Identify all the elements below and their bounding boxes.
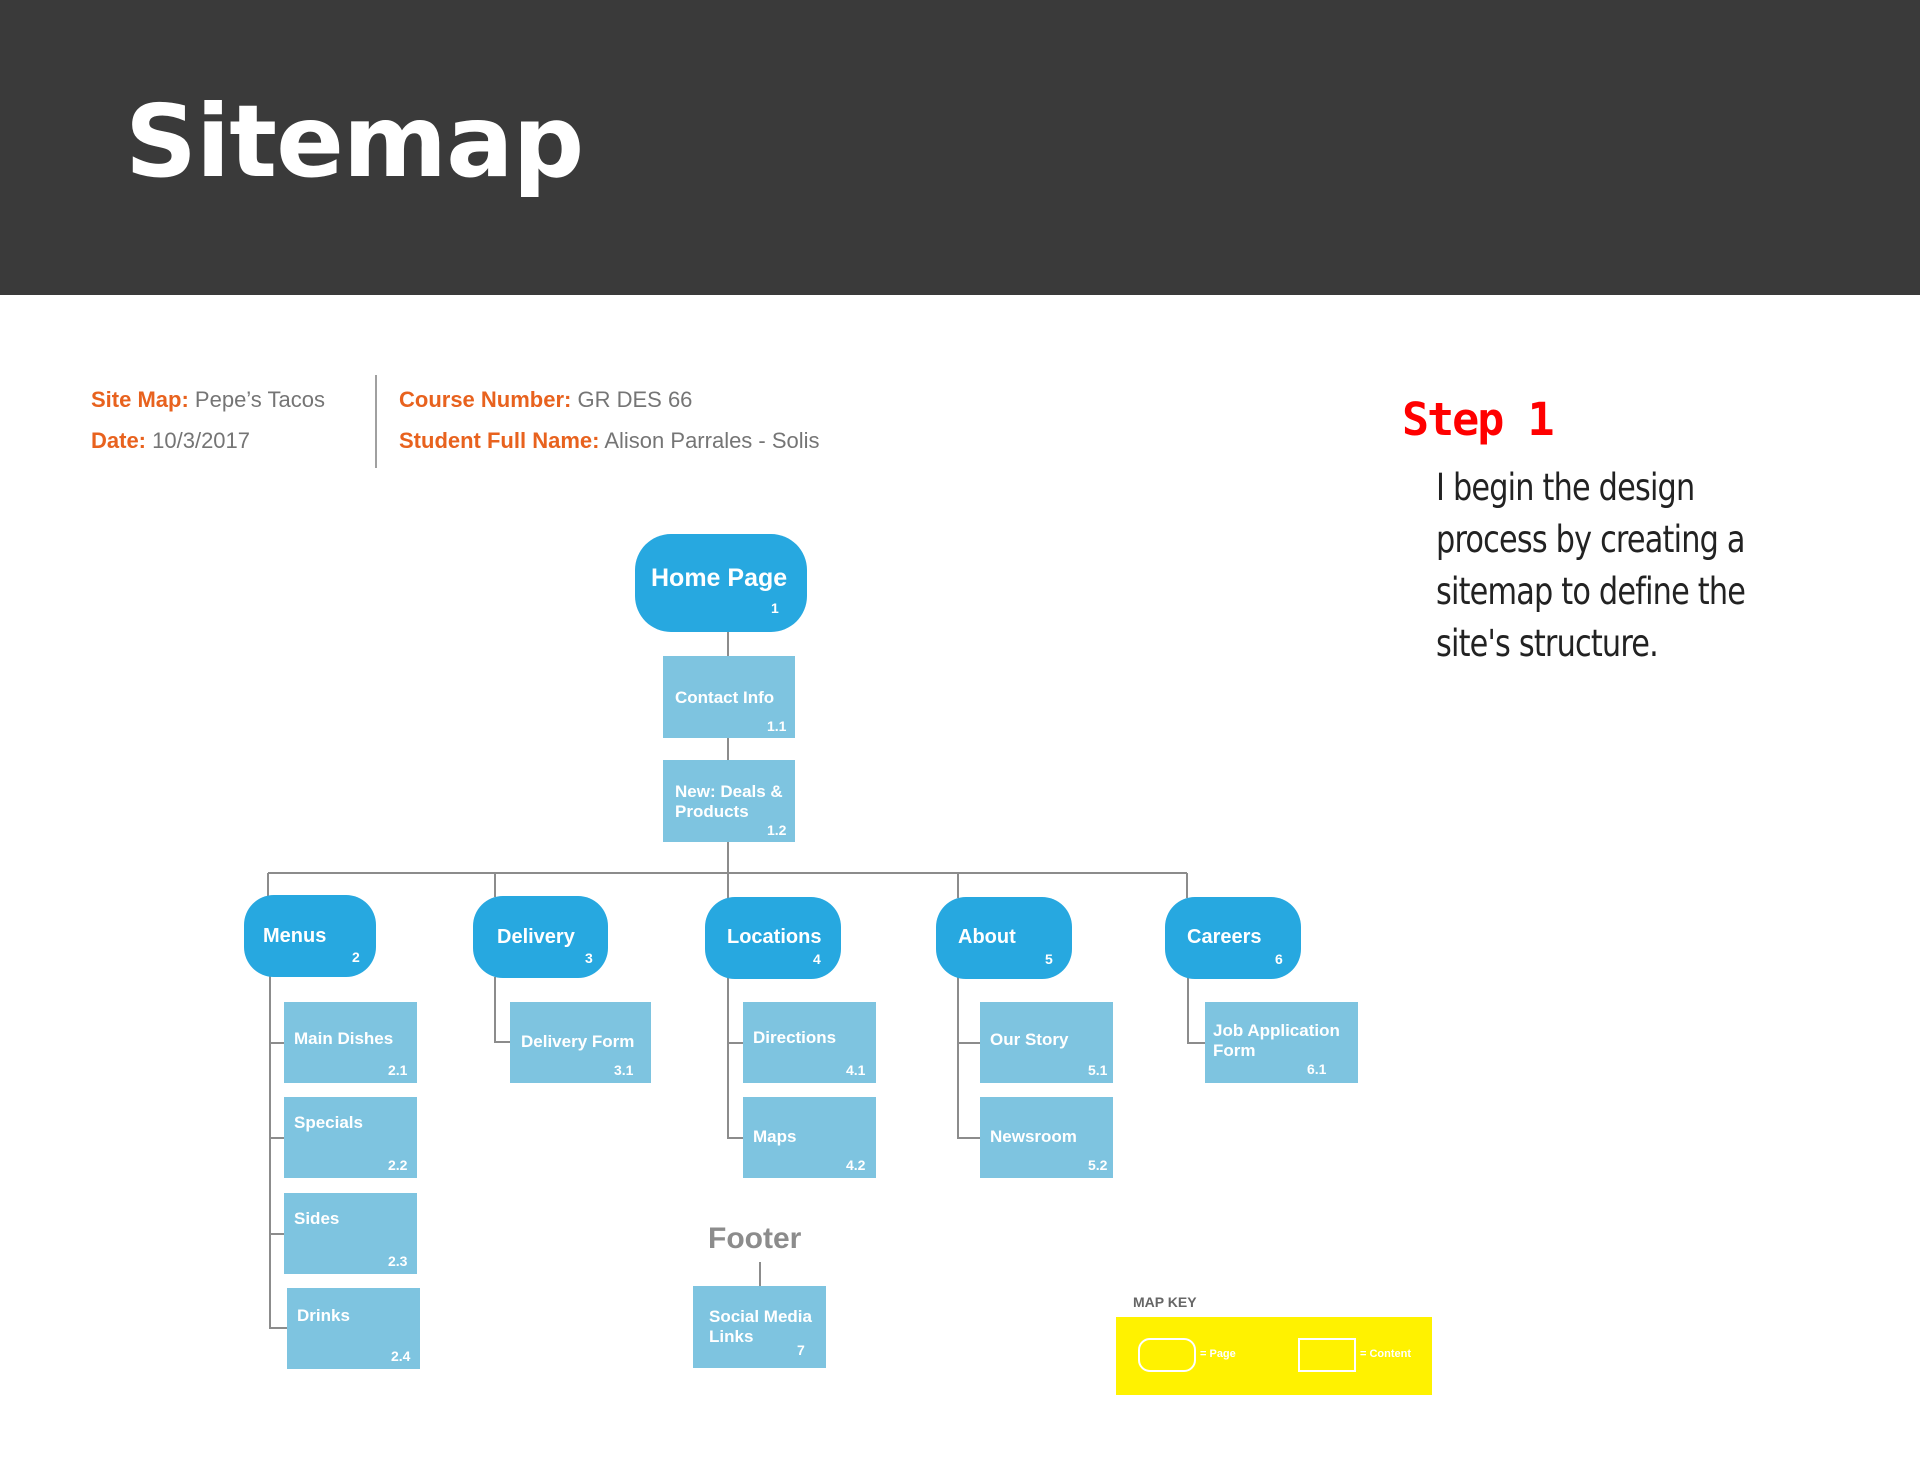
node-maps[interactable]: Maps 4.2 [743,1097,876,1178]
node-job-application-form[interactable]: Job Application Form 6.1 [1205,1002,1358,1083]
connector-line [269,975,287,1329]
node-label: Our Story [990,1030,1069,1049]
node-label: Specials [294,1113,363,1132]
node-label: New: Deals & Products [675,782,783,821]
node-number: 2 [352,949,360,965]
node-label: Home Page [651,564,788,592]
info-divider [375,375,377,468]
node-number: 2.4 [391,1348,411,1364]
course-label: Course Number: [399,387,572,412]
node-social-media-links[interactable]: Social Media Links 7 [693,1286,826,1368]
node-number: 1 [771,600,779,616]
node-number: 2.2 [388,1157,408,1173]
page-title: Sitemap [125,83,584,200]
step-title: Step 1 [1402,393,1555,446]
connector-line [957,977,980,1139]
node-number: 1.2 [767,822,787,838]
node-number: 6 [1275,951,1283,967]
node-number: 7 [797,1342,805,1358]
key-content-shape [1298,1338,1356,1372]
node-number: 3 [585,950,593,966]
student-info: Student Full Name: Alison Parrales - Sol… [399,428,820,454]
key-page-label: = Page [1200,1348,1236,1360]
course-info: Course Number: GR DES 66 [399,387,692,413]
connector-line [1187,977,1205,1044]
key-content-label: = Content [1360,1348,1412,1360]
node-number: 1.1 [767,718,787,734]
site-map-label: Site Map: [91,387,189,412]
node-drinks[interactable]: Drinks 2.4 [287,1288,420,1369]
footer-title: Footer [708,1222,802,1255]
map-key-title: MAP KEY [1133,1294,1197,1310]
node-label: Delivery [497,926,575,948]
node-sides[interactable]: Sides 2.3 [284,1193,417,1274]
node-main-dishes[interactable]: Main Dishes 2.1 [284,1002,417,1083]
node-label: Directions [753,1028,837,1047]
node-delivery[interactable]: Delivery 3 [473,896,608,978]
node-label: Job Application Form [1213,1021,1340,1060]
node-label: Menus [263,925,327,947]
node-menus[interactable]: Menus 2 [244,895,376,977]
node-label: Delivery Form [521,1032,635,1051]
node-number: 6.1 [1307,1061,1327,1077]
node-label: Sides [294,1209,340,1228]
site-map-value: Pepe’s Tacos [194,387,325,412]
header-bar: Sitemap [0,0,1920,295]
node-label: Locations [727,926,822,948]
node-label: Social Media Links [709,1307,812,1346]
node-number: 2.1 [388,1062,408,1078]
node-number: 4.2 [846,1157,866,1173]
map-key: = Page = Content [1116,1317,1432,1395]
site-map-info: Site Map: Pepe’s Tacos [91,387,325,413]
node-number: 4 [813,951,821,967]
course-value: GR DES 66 [577,387,693,412]
student-value: Alison Parrales - Solis [604,428,820,453]
date-info: Date: 10/3/2017 [91,428,250,454]
node-careers[interactable]: Careers 6 [1165,897,1301,979]
node-delivery-form[interactable]: Delivery Form 3.1 [510,1002,651,1083]
node-label: Maps [753,1127,797,1146]
connector-line [727,977,743,1139]
node-label: Careers [1187,926,1262,948]
student-label: Student Full Name: [399,428,600,453]
node-label: Drinks [297,1306,350,1325]
node-about[interactable]: About 5 [936,897,1072,979]
node-number: 2.3 [388,1253,408,1269]
key-page-shape [1138,1338,1196,1372]
node-deals-products[interactable]: New: Deals & Products 1.2 [663,760,795,842]
node-our-story[interactable]: Our Story 5.1 [980,1002,1113,1083]
date-value: 10/3/2017 [152,428,251,453]
node-number: 5 [1045,951,1053,967]
node-label: Main Dishes [294,1029,394,1048]
node-label: Contact Info [675,688,775,707]
node-number: 5.1 [1088,1062,1108,1078]
node-contact-info[interactable]: Contact Info 1.1 [663,656,795,738]
node-specials[interactable]: Specials 2.2 [284,1097,417,1178]
date-label: Date: [91,428,147,453]
node-number: 4.1 [846,1062,866,1078]
connector-line [494,977,510,1043]
node-number: 3.1 [614,1062,634,1078]
node-locations[interactable]: Locations 4 [705,897,841,979]
node-label: Newsroom [990,1127,1077,1146]
node-home-page[interactable]: Home Page 1 [635,534,807,632]
node-number: 5.2 [1088,1157,1108,1173]
node-label: About [958,926,1016,948]
step-description: I begin the design process by creating a… [1436,466,1746,665]
node-newsroom[interactable]: Newsroom 5.2 [980,1097,1113,1178]
node-directions[interactable]: Directions 4.1 [743,1002,876,1083]
